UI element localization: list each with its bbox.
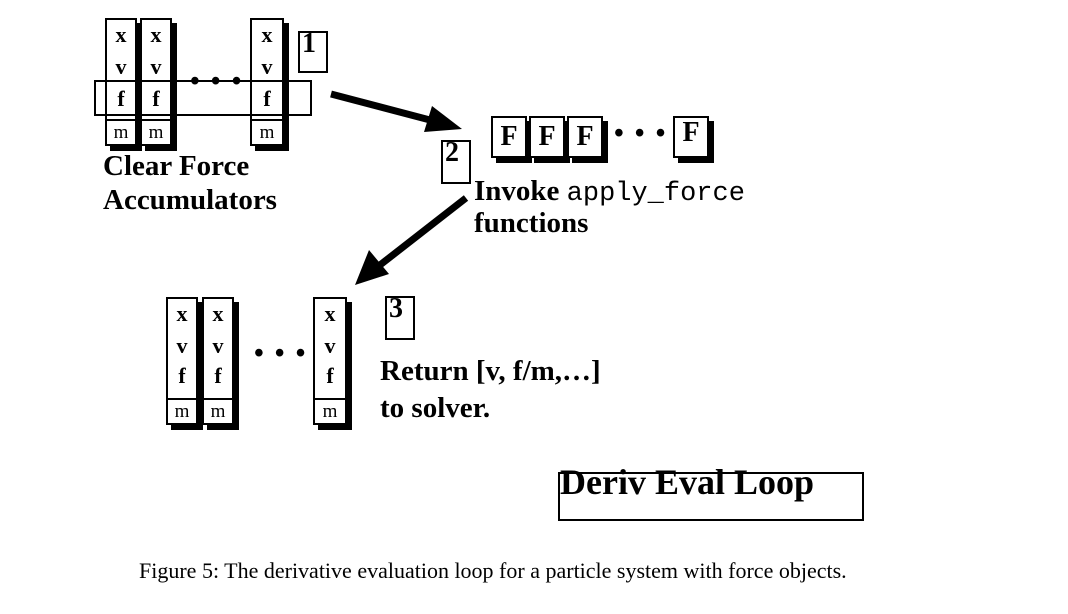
field-v: v <box>261 54 273 79</box>
step-3-label-line1: Return [v, f/m,…] <box>380 355 601 387</box>
field-x: x <box>176 301 188 326</box>
step-2-label-line2: functions <box>474 207 589 239</box>
loop-title: Deriv Eval Loop <box>560 462 815 502</box>
particle-1b: x v f m <box>140 18 177 151</box>
field-f: f <box>263 86 271 111</box>
step-2-label-line1: Invoke apply_force <box>474 174 745 211</box>
field-v: v <box>115 54 127 79</box>
figure-caption: Figure 5: The derivative evaluation loop… <box>139 558 847 583</box>
field-x: x <box>324 301 336 326</box>
field-v: v <box>150 54 162 79</box>
step-3-label-line2: to solver. <box>380 392 491 424</box>
field-f: f <box>152 86 160 111</box>
field-f: f <box>326 363 334 388</box>
force-label: F <box>567 116 603 158</box>
ellipsis: • • • <box>614 118 668 149</box>
field-v: v <box>212 333 224 358</box>
field-f: f <box>214 363 222 388</box>
field-x: x <box>261 22 273 47</box>
field-x: x <box>212 301 224 326</box>
particle-1n: x v f m <box>250 18 289 151</box>
step-2-number: 2 <box>441 139 471 184</box>
ellipsis: • • • <box>254 338 308 369</box>
field-v: v <box>324 333 336 358</box>
arrow-step1-to-step2 <box>330 90 462 132</box>
force-accumulator-highlight <box>94 80 312 116</box>
field-m: m <box>259 122 275 143</box>
force-label: F <box>529 116 565 158</box>
field-m: m <box>174 401 190 422</box>
force-label: F <box>673 116 709 158</box>
field-m: m <box>210 401 226 422</box>
step-1-label-line2: Accumulators <box>103 184 277 216</box>
loop-title-box <box>558 472 864 521</box>
field-v: v <box>176 333 188 358</box>
field-m: m <box>113 122 129 143</box>
particle-3b: x v f m <box>202 297 239 430</box>
step-1-number: 1 <box>298 30 328 73</box>
particle-3n: x v f m <box>313 297 352 430</box>
field-x: x <box>115 22 127 47</box>
field-x: x <box>150 22 162 47</box>
step-2-label-prefix: Invoke <box>474 175 567 207</box>
force-label: F <box>491 116 527 158</box>
field-f: f <box>178 363 186 388</box>
arrow-step2-to-step3 <box>355 195 469 285</box>
step-1-label-line1: Clear Force <box>103 150 250 182</box>
particle-3a: x v f m <box>166 297 203 430</box>
field-f: f <box>117 86 125 111</box>
step-3-number: 3 <box>385 295 415 340</box>
field-m: m <box>322 401 338 422</box>
step-2-label-code: apply_force <box>566 179 745 209</box>
field-m: m <box>148 122 164 143</box>
particle-1a: x v f m <box>105 18 142 151</box>
